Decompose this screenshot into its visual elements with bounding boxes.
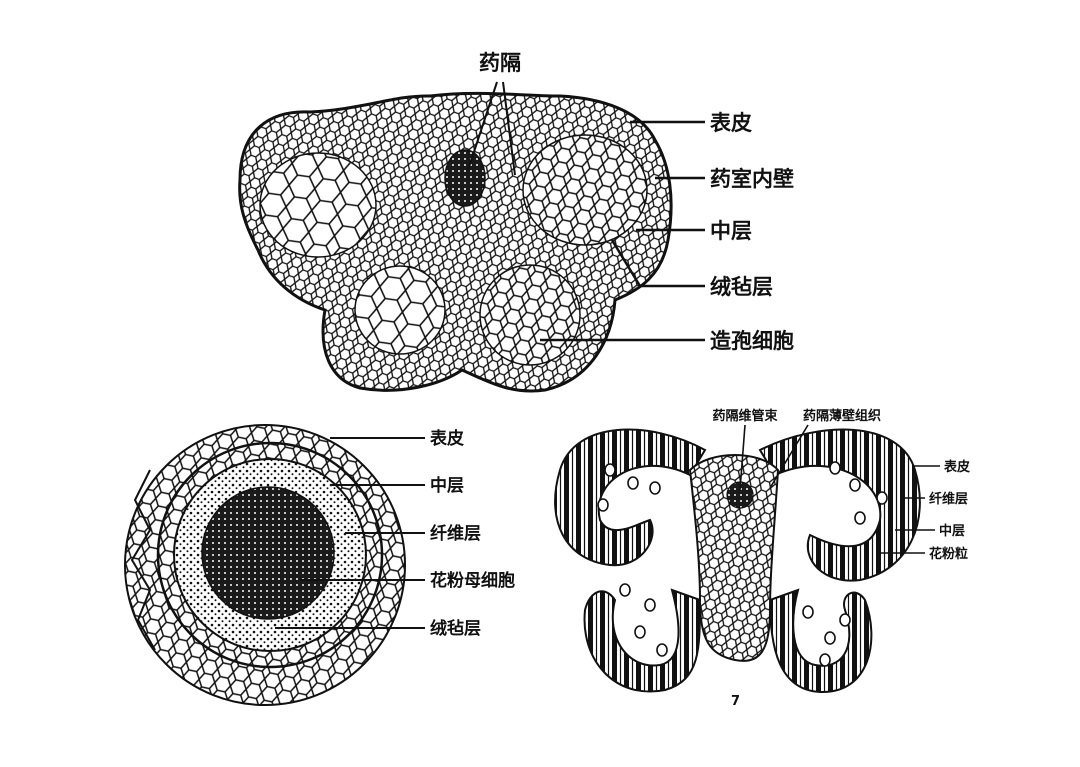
label-epidermis-top: 表皮 [710, 111, 752, 135]
label-middle-layer-right: 中层 [939, 523, 965, 539]
label-tapetum-left: 绒毡层 [430, 618, 481, 639]
label-connective: 药隔 [479, 51, 521, 75]
label-tapetum-top: 绒毡层 [710, 275, 773, 299]
pollen-mother-cell-mass [201, 486, 335, 620]
anther-cross-section-top: 药隔 表皮 药室内壁 中层 绒毡层 造孢细胞 [238, 51, 794, 393]
label-connective-parenchyma: 药隔薄壁组织 [803, 408, 881, 424]
label-epidermis-right: 表皮 [943, 459, 970, 475]
pollen-grains [597, 461, 888, 667]
label-fibrous-layer-right: 纤维层 [929, 491, 968, 507]
label-middle-layer-top: 中层 [710, 219, 752, 243]
pollen-sac-cross-section: 表皮 中层 纤维层 花粉母细胞 绒毡层 [124, 424, 515, 706]
label-connective-vascular-bundle: 药隔维管束 [712, 408, 778, 424]
label-pollen-grain: 花粉粒 [929, 546, 968, 562]
label-epidermis-left: 表皮 [430, 428, 464, 449]
label-endothecium-top: 药室内壁 [710, 167, 794, 191]
label-fibrous-layer-left: 纤维层 [430, 523, 481, 544]
figure-footnote: 7 [731, 694, 740, 709]
label-sporogenous-cells: 造孢细胞 [710, 329, 794, 353]
label-pollen-mother-cell: 花粉母细胞 [430, 570, 515, 591]
vascular-bundle [444, 149, 486, 207]
label-middle-layer-left: 中层 [430, 475, 464, 496]
mature-anther-cross-section: 药隔维管束 药隔薄壁组织 表皮 纤维层 中层 花粉粒 7 [554, 408, 970, 709]
